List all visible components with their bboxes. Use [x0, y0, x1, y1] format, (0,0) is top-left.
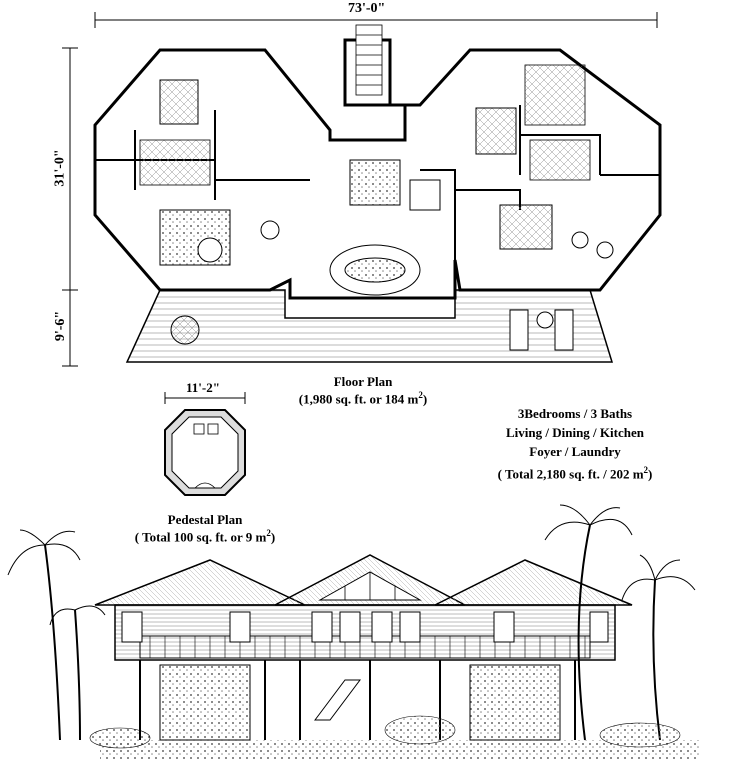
living-furniture — [159, 159, 614, 296]
house-summary: 3Bedrooms / 3 Baths Living / Dining / Ki… — [480, 404, 670, 483]
deck-furniture — [170, 309, 574, 351]
deck-depth-dimension: 9'-6" — [53, 310, 69, 342]
floor-plan-caption: Floor Plan (1,980 sq. ft. or 184 m2) — [280, 374, 446, 407]
summary-living: Living / Dining / Kitchen — [506, 425, 644, 440]
pedestal-plan-area-text: ( Total 100 sq. ft. or 9 m — [134, 529, 267, 545]
summary-total-sup: 2 — [643, 465, 649, 475]
floor-plan-area-text: (1,980 sq. ft. or 184 m — [298, 391, 419, 407]
overall-width-dimension: 73'-0" — [348, 1, 386, 16]
main-depth-dimension: 31'-0" — [52, 149, 68, 187]
stairs — [355, 24, 383, 96]
room-partitions — [95, 105, 660, 260]
floor-plan-area: (1,980 sq. ft. or 184 m2) — [280, 390, 446, 407]
pedestal-plan-area-close: ) — [270, 529, 276, 545]
floor-plan-title: Floor Plan — [333, 374, 393, 389]
elevation-drawing — [7, 504, 700, 760]
summary-foyer: Foyer / Laundry — [529, 444, 621, 459]
summary-rooms: 3Bedrooms / 3 Baths — [517, 406, 633, 421]
pedestal-plan-drawing — [164, 409, 246, 496]
pedestal-plan-area: ( Total 100 sq. ft. or 9 m2) — [130, 528, 280, 545]
pedestal-plan-caption: Pedestal Plan ( Total 100 sq. ft. or 9 m… — [130, 512, 280, 545]
floor-plan-area-sup: 2 — [418, 390, 423, 400]
pedestal-width-dimension: 11'-2" — [186, 380, 220, 395]
pedestal-plan-title: Pedestal Plan — [167, 512, 243, 527]
summary-total: ( Total 2,180 sq. ft. / 202 m2) — [480, 461, 670, 483]
beds — [159, 79, 553, 250]
floor-plan-area-close: ) — [422, 391, 428, 407]
pedestal-plan-area-sup: 2 — [266, 528, 271, 538]
bath-tiles — [139, 64, 591, 186]
summary-total-text: ( Total 2,180 sq. ft. / 202 m — [497, 466, 644, 482]
dimension-lines — [62, 12, 658, 404]
summary-total-close: ) — [648, 466, 653, 482]
